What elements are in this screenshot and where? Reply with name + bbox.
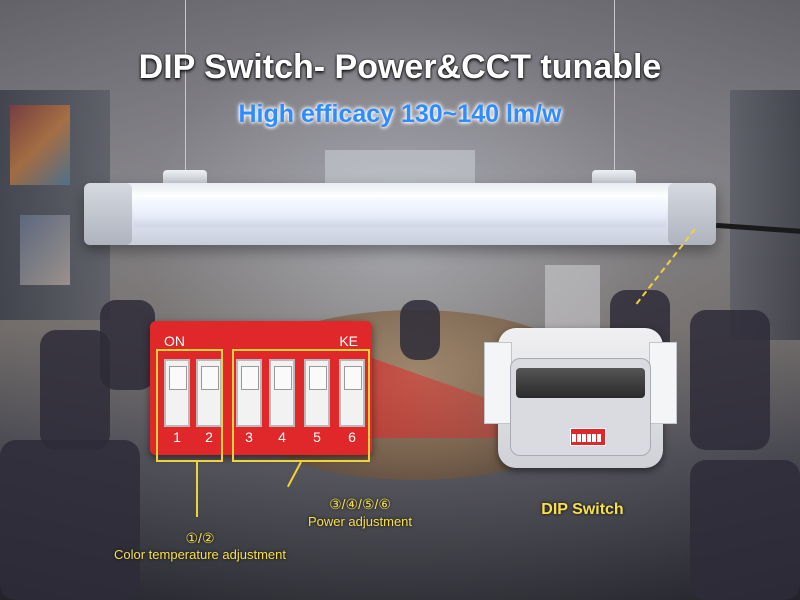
color-temp-numbers: ①/② [185,530,215,546]
switch-number: 6 [348,429,356,445]
switch-6[interactable] [339,359,365,427]
on-label: ON [164,333,185,349]
switch-number: 4 [278,429,286,445]
dip-switch-closeup: ON KE 1 2 3 4 5 6 [150,321,372,455]
power-label: Power adjustment [307,514,413,529]
power-numbers: ③/④/⑤/⑥ [329,496,391,512]
mini-dip-switch [570,428,606,446]
connector-housing [484,328,677,468]
switch-3[interactable] [236,359,262,427]
terminal-block [516,368,645,398]
chair [400,300,440,360]
right-wall [730,90,800,340]
switch-knob [169,366,187,390]
switch-number: 1 [173,429,181,445]
chair [690,310,770,450]
end-cap [668,183,716,245]
connector-wing [484,342,512,424]
switch-knob [201,366,219,390]
back-window [325,150,475,185]
switch-number: 2 [205,429,213,445]
chair [0,440,140,600]
color-temp-label: Color temperature adjustment [114,547,286,562]
end-cap [84,183,132,245]
page-subtitle: High efficacy 130~140 lm/w [238,100,562,128]
dip-switch-label: DIP Switch [541,501,624,518]
chair [690,460,800,600]
brand-label: KE [339,333,358,349]
switch-4[interactable] [269,359,295,427]
suspension-wire [614,0,615,175]
flipchart-board [545,265,600,335]
connector-wing [649,342,677,424]
switch-5[interactable] [304,359,330,427]
chair [40,330,110,450]
switch-knob [309,366,327,390]
suspension-wire [185,0,186,175]
light-diffuser [134,197,666,227]
switch-number: 3 [245,429,253,445]
power-group-outline [232,349,370,462]
page-title: DIP Switch- Power&CCT tunable [138,48,662,86]
color-temp-group-outline [156,349,223,462]
chair [100,300,155,390]
wall-poster [20,215,70,285]
switch-1[interactable] [164,359,190,427]
wall-poster [10,105,70,185]
switch-knob [274,366,292,390]
switch-knob [344,366,362,390]
switch-knob [241,366,259,390]
led-tube-fixture [84,183,716,245]
switch-number: 5 [313,429,321,445]
leader-line [196,462,198,517]
